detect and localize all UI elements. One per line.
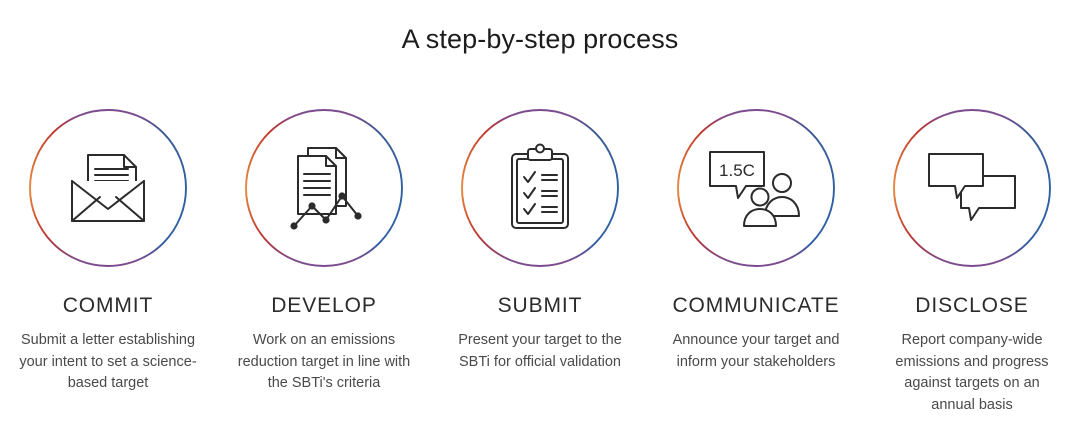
process-step-communicate: 1.5C COMMUNICATE Announce your target an… xyxy=(648,108,864,373)
step-description-commit: Submit a letter establishing your intent… xyxy=(19,332,197,391)
process-step-develop: DEVELOP Work on an emissions reduction t… xyxy=(216,108,432,395)
gradient-ring-4 xyxy=(677,109,835,267)
step-description-develop: Work on an emissions reduction target in… xyxy=(237,332,411,391)
page-title: A step-by-step process xyxy=(401,24,679,54)
step-description-submit: Present your target to the SBTi for offi… xyxy=(458,332,622,370)
step-icon-ring-commit xyxy=(28,108,188,268)
step-label-disclose: DISCLOSE xyxy=(915,294,1029,317)
step-icon-ring-disclose xyxy=(892,108,1052,268)
gradient-ring-2 xyxy=(245,109,403,267)
step-description-communicate: Announce your target and inform your sta… xyxy=(672,332,840,370)
step-icon-ring-submit xyxy=(460,108,620,268)
gradient-ring-1 xyxy=(29,109,187,267)
speech-bubble-people-icon: 1.5C xyxy=(676,108,836,268)
step-label-develop: DEVELOP xyxy=(271,294,377,317)
step-label-submit: SUBMIT xyxy=(497,294,583,317)
process-step-disclose: DISCLOSE Report company-wide emissions a… xyxy=(864,108,1080,416)
gradient-ring-5 xyxy=(893,109,1051,267)
process-step-commit: COMMIT Submit a letter establishing your… xyxy=(0,108,216,395)
step-label-communicate: COMMUNICATE xyxy=(672,294,840,317)
step-icon-ring-develop xyxy=(244,108,404,268)
process-steps-row: COMMIT Submit a letter establishing your… xyxy=(0,108,1080,416)
step-description-disclose: Report company-wide emissions and progre… xyxy=(895,332,1049,413)
bubble-text-1-5c: 1.5C xyxy=(719,161,755,180)
process-step-submit: SUBMIT Present your target to the SBTi f… xyxy=(432,108,648,373)
clipboard-checklist-icon xyxy=(460,108,620,268)
step-icon-ring-communicate: 1.5C xyxy=(676,108,836,268)
documents-chart-icon xyxy=(244,108,404,268)
gradient-ring-3 xyxy=(461,109,619,267)
envelope-letter-icon xyxy=(28,108,188,268)
two-speech-bubbles-icon xyxy=(892,108,1052,268)
step-label-commit: COMMIT xyxy=(62,294,154,317)
